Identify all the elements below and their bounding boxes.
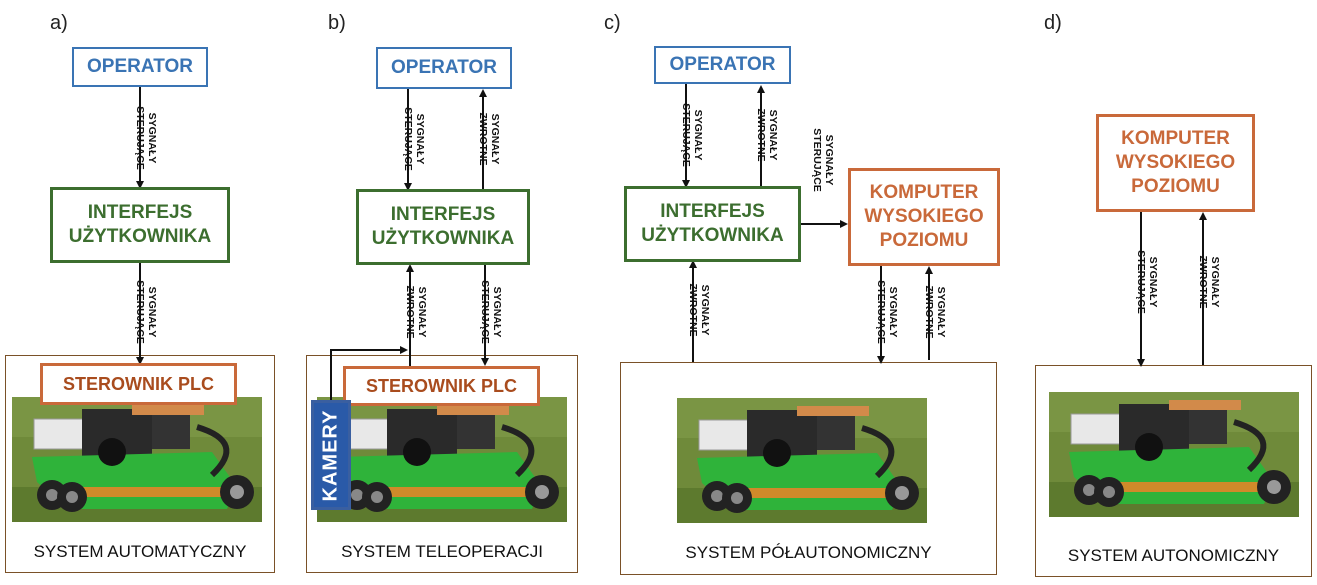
b-arrow-cameras-to-ui (330, 346, 408, 400)
panel-c-high-level-computer-box: KOMPUTER WYSOKIEGO POZIOMU (848, 168, 1000, 266)
panel-a-plc-box: STEROWNIK PLC (40, 363, 237, 405)
panel-d-system-label: SYSTEM AUTONOMICZNY (1067, 546, 1280, 565)
panel-c-letter: c) (604, 12, 621, 34)
panel-d-letter: d) (1044, 12, 1062, 34)
panel-b-system-label: SYSTEM TELEOPERACJI (341, 542, 543, 561)
panel-a-system-label: SYSTEM AUTOMATYCZNY (33, 542, 247, 561)
panel-d-high-level-computer-box: KOMPUTER WYSOKIEGO POZIOMU (1096, 114, 1255, 212)
panel-b-plc-box: STEROWNIK PLC (343, 366, 540, 406)
panel-b-letter: b) (328, 12, 346, 34)
panel-c-user-interface-box: INTERFEJS UŻYTKOWNIKA (624, 186, 801, 262)
cameras-label: KAMERY (319, 409, 342, 501)
panel-b-operator-box: OPERATOR (376, 47, 512, 89)
panel-a-user-interface-box: INTERFEJS UŻYTKOWNIKA (50, 187, 230, 263)
panel-b-cameras-box: KAMERY (311, 400, 351, 510)
panel-b-user-interface-box: INTERFEJS UŻYTKOWNIKA (356, 189, 530, 265)
panel-a-letter: a) (50, 12, 68, 34)
panel-c-operator-box: OPERATOR (654, 46, 791, 84)
panel-a-operator-box: OPERATOR (72, 47, 208, 87)
panel-c-system-label: SYSTEM PÓŁAUTONOMICZNY (685, 543, 932, 562)
